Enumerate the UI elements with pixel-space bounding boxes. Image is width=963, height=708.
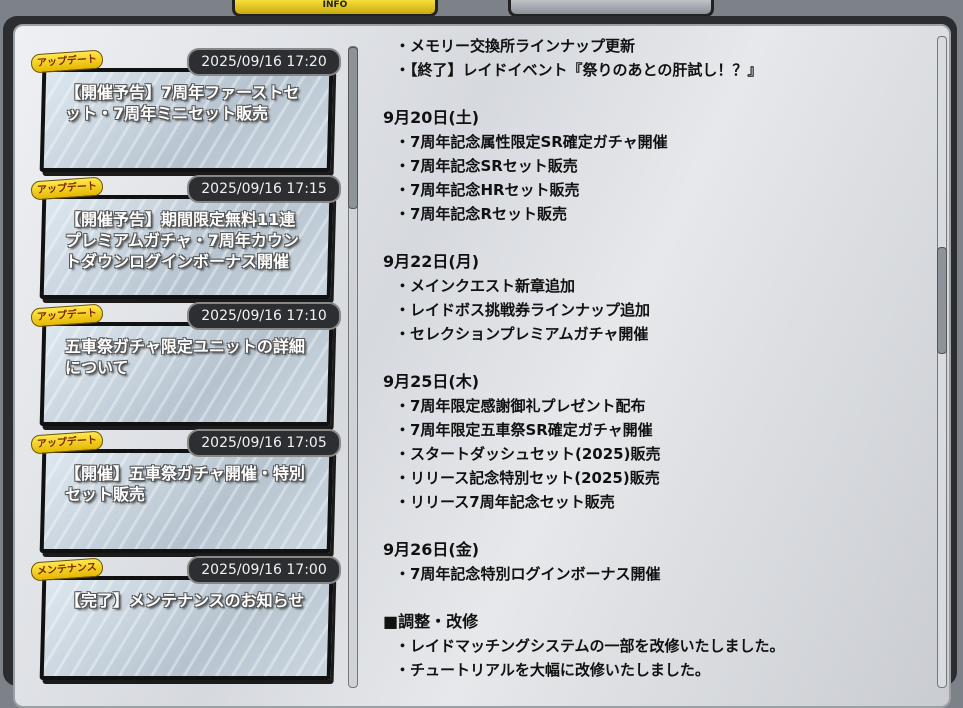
detail-line: ・7周年記念属性限定SR確定ガチャ開催 [395, 133, 668, 151]
detail-line: ・【終了】レイドイベント『祭りのあとの肝試し！？』 [395, 61, 763, 79]
detail-line: ・スタートダッシュセット(2025)販売 [395, 445, 661, 463]
tab-other[interactable] [508, 0, 714, 17]
news-detail-content: ・メモリー交換所ラインナップ更新・【終了】レイドイベント『祭りのあとの肝試し！？… [383, 36, 923, 691]
news-title: 【開催予告】期間限定無料11連プレミアムガチャ・7周年カウントダウンログインボー… [65, 210, 299, 271]
news-list-scroll-thumb[interactable] [348, 47, 358, 209]
detail-line: ・7周年限定五車祭SR確定ガチャ開催 [395, 421, 653, 439]
section-heading: 9月22日(月) [383, 252, 480, 271]
news-title: 五車祭ガチャ限定ユニットの詳細について [65, 337, 305, 377]
news-title: 【開催予告】7周年ファーストセット・7周年ミニセット販売 [65, 83, 300, 123]
detail-scroll-thumb[interactable] [937, 247, 947, 354]
news-date: 2025/09/16 17:15 [187, 175, 341, 203]
section-heading: 9月25日(木) [383, 372, 480, 391]
detail-line: ・メモリー交換所ラインナップ更新 [395, 37, 636, 55]
news-card-5[interactable]: 2025/09/16 17:00 メンテナンス 【完了】メンテナンスのお知らせ [29, 556, 341, 680]
news-date: 2025/09/16 17:05 [187, 429, 341, 457]
news-date: 2025/09/16 17:20 [187, 48, 341, 76]
news-card-3[interactable]: 2025/09/16 17:10 アップデート 五車祭ガチャ限定ユニットの詳細に… [29, 302, 341, 426]
tab-info[interactable]: INFO [232, 0, 438, 17]
detail-line: ・メインクエスト新章追加 [395, 277, 576, 295]
news-date: 2025/09/16 17:00 [187, 556, 341, 584]
news-card-1[interactable]: 2025/09/16 17:20 アップデート 【開催予告】7周年ファーストセッ… [29, 48, 341, 172]
detail-line: ・セレクションプレミアムガチャ開催 [395, 325, 649, 343]
section-heading: 9月26日(金) [383, 540, 480, 559]
detail-line: ・7周年限定感謝御礼プレゼント配布 [395, 397, 646, 415]
detail-line: ・リリース記念特別セット(2025)販売 [395, 469, 660, 487]
news-list[interactable]: 2025/09/16 17:20 アップデート 【開催予告】7周年ファーストセッ… [29, 48, 341, 708]
window-frame: 2025/09/16 17:20 アップデート 【開催予告】7周年ファーストセッ… [3, 16, 957, 708]
detail-line: ・7周年記念Rセット販売 [395, 205, 567, 223]
news-card-4[interactable]: 2025/09/16 17:05 アップデート 【開催】五車祭ガチャ開催・特別セ… [29, 429, 341, 553]
section-heading: ■調整・改修 [383, 612, 479, 631]
news-title: 【開催】五車祭ガチャ開催・特別セット販売 [65, 464, 305, 504]
news-card-2[interactable]: 2025/09/16 17:15 アップデート 【開催予告】期間限定無料11連プ… [29, 175, 341, 299]
news-list-scrollbar[interactable] [348, 46, 358, 688]
detail-line: ・7周年記念HRセット販売 [395, 181, 580, 199]
detail-line: ・7周年記念特別ログインボーナス開催 [395, 565, 661, 583]
detail-line: ・7周年記念SRセット販売 [395, 157, 578, 175]
news-panel: 2025/09/16 17:20 アップデート 【開催予告】7周年ファーストセッ… [13, 24, 951, 708]
news-title: 【完了】メンテナンスのお知らせ [65, 591, 305, 610]
detail-line: ・チュートリアルを大幅に改修いたしました。 [395, 661, 710, 679]
detail-scrollbar[interactable] [937, 36, 947, 688]
detail-line: ・レイドボス挑戦券ラインナップ追加 [395, 301, 651, 319]
news-date: 2025/09/16 17:10 [187, 302, 341, 330]
detail-line: ・レイドマッチングシステムの一部を改修いたしました。 [395, 637, 785, 655]
section-heading: 9月20日(土) [383, 108, 480, 127]
detail-line: ・リリース7周年記念セット販売 [395, 493, 615, 511]
